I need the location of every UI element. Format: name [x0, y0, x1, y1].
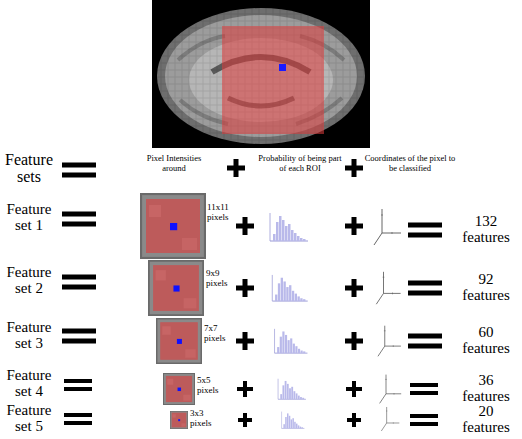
histogram-icon: [275, 329, 308, 353]
equal-sign: [408, 291, 442, 296]
equal-sign: [64, 421, 92, 425]
axes-icon: [376, 272, 400, 304]
feature-count-label: 36 features: [456, 373, 516, 405]
equal-sign: [62, 329, 96, 334]
histogram-icon: [272, 275, 307, 301]
plus-sign: [352, 381, 356, 397]
patch-size-label: 3x3 pixels: [190, 409, 220, 429]
equal-sign: [410, 414, 438, 418]
patch-size-label: 5x5 pixels: [197, 376, 227, 396]
plus-sign: [243, 217, 248, 235]
plus-sign: [243, 332, 248, 350]
histogram-icon: [270, 213, 308, 241]
axes-icon: [378, 326, 401, 357]
patch-thumbnail: [170, 411, 188, 429]
plus-sign: [352, 217, 357, 235]
plus-sign: [352, 413, 356, 427]
histogram-icon: [282, 412, 305, 429]
feature-count-label: 132 features: [456, 214, 516, 246]
patch-thumbnail: [163, 373, 195, 405]
patch-size-label: 9x9 pixels: [206, 269, 236, 289]
plus-sign: [352, 279, 357, 297]
mri-background: [152, 0, 370, 148]
patch-thumbnail: [148, 260, 204, 316]
feature-set-label: Feature set 2: [0, 265, 58, 297]
column-header: Coordinates of the pixel to be classifie…: [364, 154, 456, 174]
equal-sign: [62, 285, 96, 290]
feature-set-label: Feature set 3: [0, 320, 58, 352]
plus-sign: [234, 159, 239, 177]
feature-count-label: 60 features: [456, 325, 516, 357]
equal-sign: [408, 223, 442, 228]
axes-icon: [374, 209, 401, 245]
patch-size-label: 11x11 pixels: [207, 203, 237, 223]
column-header: Pixel Intensities around: [134, 154, 214, 174]
axes-icon: [380, 375, 402, 404]
equal-sign: [62, 212, 96, 217]
patch-thumbnail: [140, 193, 206, 259]
equal-sign: [410, 383, 438, 387]
equal-sign: [64, 413, 92, 417]
equal-sign: [64, 387, 92, 391]
equal-sign: [62, 173, 96, 178]
plus-sign: [352, 332, 357, 350]
plus-sign: [243, 381, 247, 397]
plus-sign: [243, 413, 247, 427]
equal-sign: [408, 233, 442, 238]
plus-sign: [243, 279, 248, 297]
feature-set-label: Feature set 1: [0, 202, 58, 234]
equal-sign: [408, 344, 442, 349]
equal-signs: [62, 163, 442, 427]
plus-signs: [227, 159, 363, 427]
equal-sign: [408, 281, 442, 286]
patch-size-label: 7x7 pixels: [204, 324, 234, 344]
feature-count-label: 20 features: [456, 404, 516, 436]
equal-sign: [62, 339, 96, 344]
column-header: Probability of being part of each ROI: [258, 154, 342, 174]
equal-sign: [62, 275, 96, 280]
equal-sign: [62, 163, 96, 168]
equal-sign: [408, 334, 442, 339]
feature-set-label: Feature set 5: [0, 403, 58, 435]
heading-label: Feature sets: [0, 151, 58, 186]
equal-sign: [62, 222, 96, 227]
mri-slice: [152, 0, 370, 148]
target-pixel: [279, 64, 286, 71]
pixel-grid: [152, 0, 370, 148]
axes-icon: [381, 407, 399, 431]
plus-sign: [352, 159, 357, 177]
patch-thumbnail: [156, 318, 202, 364]
histogram-icon: [278, 379, 306, 400]
equal-sign: [410, 391, 438, 395]
equal-sign: [64, 379, 92, 383]
feature-count-label: 92 features: [456, 272, 516, 304]
roi-window: [222, 26, 324, 134]
feature-set-label: Feature set 4: [0, 368, 58, 400]
equal-sign: [410, 422, 438, 426]
